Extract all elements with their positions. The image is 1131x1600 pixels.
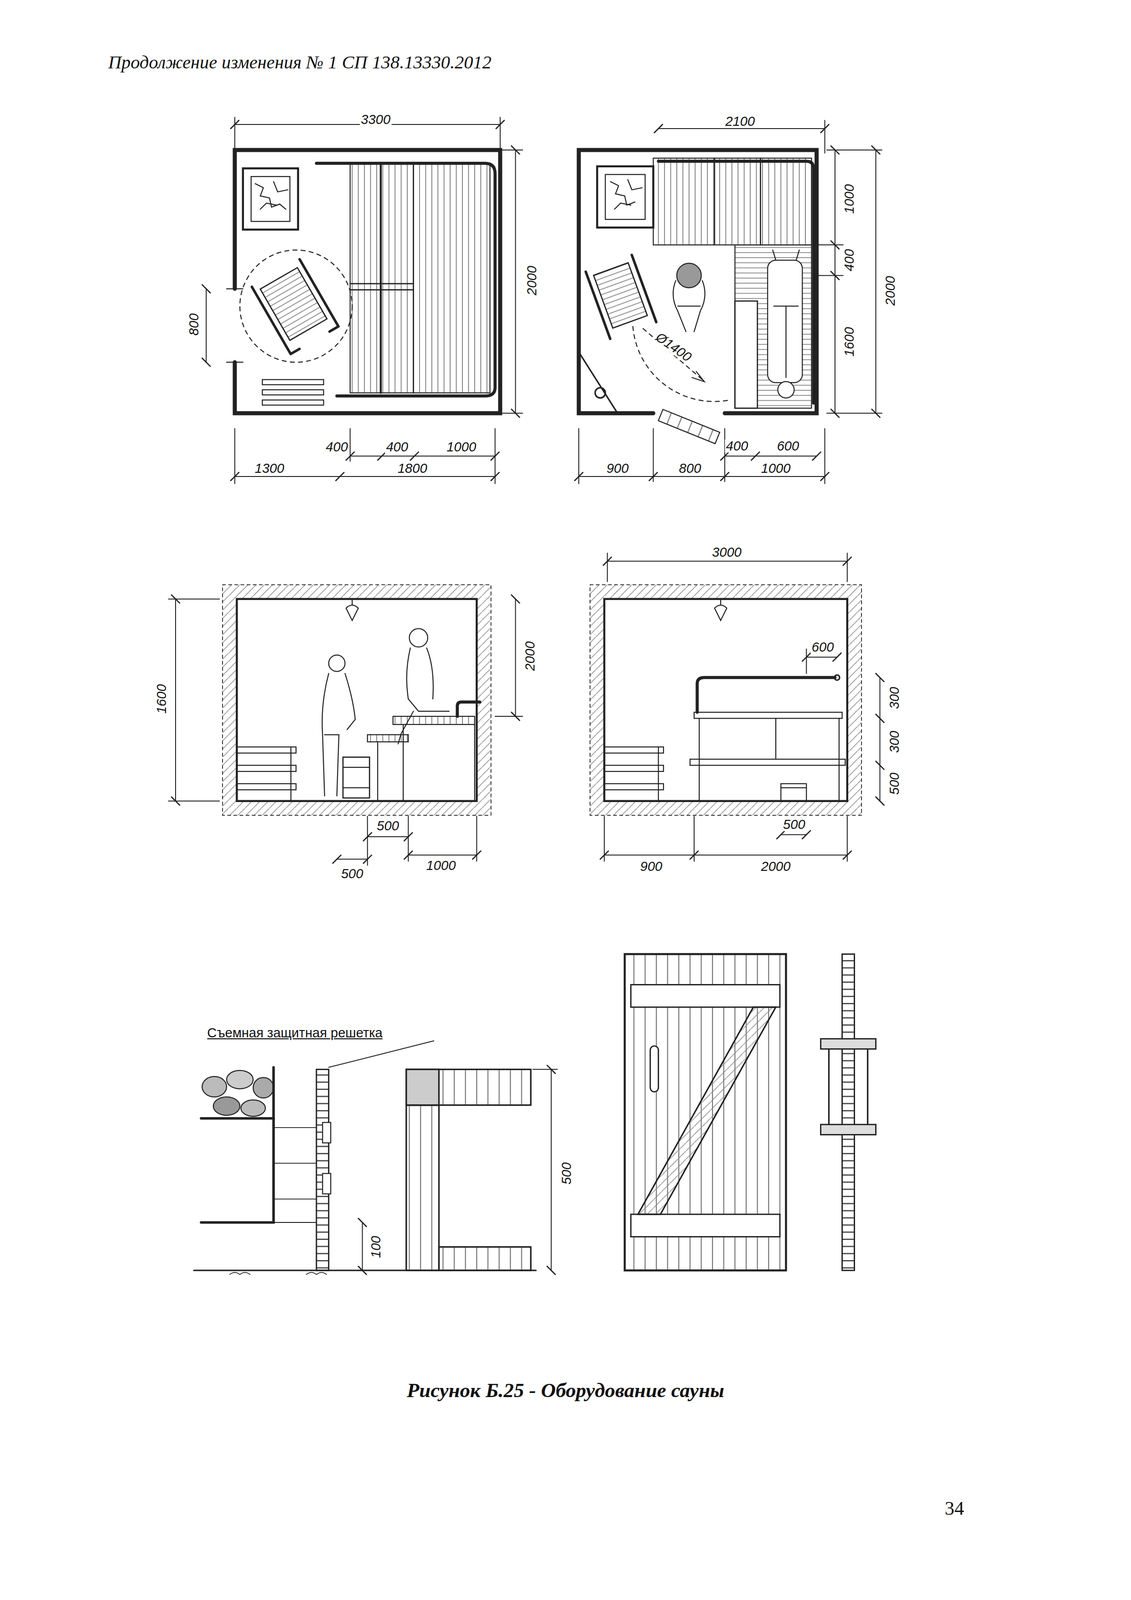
dimension-value: 300	[887, 729, 901, 754]
dimension-value: 400	[324, 440, 349, 454]
dimension-value: 2000	[525, 264, 539, 297]
stool-section	[406, 1069, 558, 1271]
dimension-value: Ø1400	[652, 329, 695, 365]
dimension-value: 1600	[154, 683, 168, 715]
dimension-value: 1800	[396, 461, 429, 476]
dimension-value: 2000	[883, 274, 897, 307]
dimension-value: 500	[560, 1161, 574, 1186]
dimension-value: 1000	[842, 183, 857, 215]
dimension-value: 300	[887, 685, 901, 711]
dimension-value: 2100	[724, 114, 756, 129]
dimension-value: 1000	[425, 858, 457, 872]
dimension-value: 500	[782, 818, 807, 832]
dimension-lines	[578, 120, 882, 484]
dimension-value: 600	[775, 439, 800, 453]
dimension-value: 500	[887, 771, 901, 796]
section-right	[590, 584, 862, 816]
dimension-value: 3300	[359, 112, 392, 126]
dimension-value: 400	[384, 440, 410, 454]
dimension-value: 1600	[842, 326, 857, 358]
dimension-value: 1000	[445, 440, 478, 454]
dimension-lines	[604, 553, 880, 862]
figure-caption: Рисунок Б.25 - Оборудование сауны	[405, 1380, 726, 1401]
dimension-value: 900	[639, 859, 664, 873]
dimension-value: 500	[340, 866, 365, 881]
note-label: Съемная защитная решетка	[206, 1026, 384, 1040]
dimension-value: 100	[368, 1234, 383, 1260]
dimension-value: 2000	[760, 859, 792, 873]
dimension-value: 800	[187, 312, 201, 337]
door-elevation	[624, 954, 877, 1271]
dimension-value: 500	[375, 819, 400, 833]
dimension-value: 600	[810, 640, 836, 654]
section-left	[222, 584, 492, 816]
dimension-value: 900	[605, 461, 630, 476]
heater-detail	[193, 1041, 536, 1275]
dimension-value: 400	[842, 248, 857, 273]
dimension-value: 800	[678, 461, 703, 476]
plan-left	[226, 150, 501, 414]
dimension-value: 400	[725, 439, 750, 453]
dimension-value: 2000	[523, 640, 537, 672]
page-number: 34	[943, 1498, 965, 1519]
dimension-lines	[206, 117, 523, 484]
dimension-lines	[168, 599, 523, 866]
dimension-value: 1300	[253, 461, 286, 476]
running-header: Продолжение изменения № 1 СП 138.13330.2…	[107, 52, 493, 72]
dimension-value: 1000	[760, 461, 792, 476]
dimension-value: 3000	[710, 545, 743, 559]
plan-right	[578, 150, 817, 444]
